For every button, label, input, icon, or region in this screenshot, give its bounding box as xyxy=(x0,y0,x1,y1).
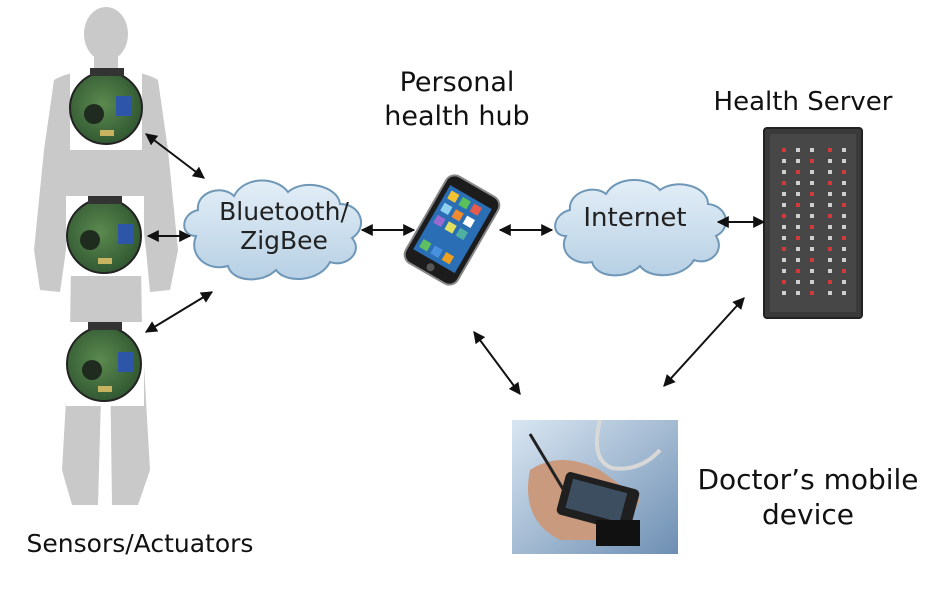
server-led xyxy=(810,247,814,251)
server-led xyxy=(810,148,814,152)
server-led xyxy=(782,236,786,240)
server-led xyxy=(810,170,814,174)
server-led xyxy=(810,258,814,262)
server-led xyxy=(796,225,800,229)
server-led xyxy=(796,291,800,295)
sensor-board-top xyxy=(69,68,143,150)
server-led xyxy=(796,159,800,163)
server-led xyxy=(810,159,814,163)
server-led xyxy=(782,247,786,251)
connection-arrows xyxy=(144,133,766,395)
hub-label-line2: health hub xyxy=(384,100,530,132)
server-led xyxy=(810,181,814,185)
internet-label: Internet xyxy=(583,203,687,233)
server-led xyxy=(796,192,800,196)
server-led xyxy=(828,214,832,218)
server-led xyxy=(782,214,786,218)
server-led xyxy=(796,269,800,273)
bluetooth-label-line1: Bluetooth/ xyxy=(219,197,349,226)
server-led xyxy=(842,170,846,174)
server-led xyxy=(828,148,832,152)
server-led xyxy=(782,148,786,152)
doctor-device-label: Doctor’s mobile device xyxy=(690,462,926,532)
server-led xyxy=(782,269,786,273)
server-led xyxy=(842,203,846,207)
server-led xyxy=(842,258,846,262)
server-led xyxy=(828,170,832,174)
server-led xyxy=(782,203,786,207)
server-led xyxy=(828,291,832,295)
server-led xyxy=(810,269,814,273)
personal-health-hub-label: Personal health hub xyxy=(372,66,542,134)
server-led xyxy=(842,181,846,185)
server-led xyxy=(842,225,846,229)
doctor-label-line1: Doctor’s mobile xyxy=(697,463,919,496)
server-led xyxy=(782,192,786,196)
bluetooth-zigbee-cloud xyxy=(183,179,362,281)
server-led xyxy=(842,214,846,218)
server-led xyxy=(810,280,814,284)
server-led xyxy=(842,247,846,251)
sensor-board-bottom xyxy=(66,322,144,406)
server-led xyxy=(796,247,800,251)
server-led xyxy=(828,159,832,163)
server-led xyxy=(782,225,786,229)
server-led xyxy=(782,258,786,262)
server-led xyxy=(828,280,832,284)
server-led xyxy=(796,214,800,218)
arrow-sensor-bottom-to-bluetooth xyxy=(144,291,214,333)
sensors-actuators-label: Sensors/Actuators xyxy=(26,529,254,558)
server-led xyxy=(828,181,832,185)
server-led xyxy=(782,170,786,174)
arrow-sensor-top-to-bluetooth xyxy=(145,133,205,179)
health-server-label: Health Server xyxy=(713,87,893,117)
sensor-board-middle xyxy=(66,196,144,276)
bluetooth-label-line2: ZigBee xyxy=(240,225,328,255)
server-led xyxy=(796,203,800,207)
server-led xyxy=(810,236,814,240)
server-led xyxy=(796,258,800,262)
server-led xyxy=(782,280,786,284)
server-led xyxy=(782,181,786,185)
server-led xyxy=(842,236,846,240)
server-rack-icon xyxy=(763,127,863,319)
server-led xyxy=(796,181,800,185)
server-led xyxy=(810,203,814,207)
server-led xyxy=(810,214,814,218)
server-led xyxy=(828,203,832,207)
server-led xyxy=(828,258,832,262)
server-led xyxy=(842,192,846,196)
server-led xyxy=(828,225,832,229)
server-led xyxy=(828,269,832,273)
server-led xyxy=(842,159,846,163)
server-led xyxy=(810,225,814,229)
hub-label-line1: Personal xyxy=(399,67,515,98)
server-led xyxy=(828,192,832,196)
server-led xyxy=(828,247,832,251)
server-led xyxy=(796,236,800,240)
server-led xyxy=(782,291,786,295)
arrow-server-to-doctor xyxy=(663,297,745,387)
doctor-device-photo xyxy=(512,419,678,554)
server-led xyxy=(810,291,814,295)
arrow-hub-to-doctor xyxy=(473,331,521,395)
server-led xyxy=(842,280,846,284)
server-led xyxy=(842,269,846,273)
doctor-label-line2: device xyxy=(762,498,854,531)
smartphone-hub-icon xyxy=(403,174,501,286)
bluetooth-zigbee-label: Bluetooth/ ZigBee xyxy=(196,197,372,256)
server-led xyxy=(796,280,800,284)
server-led xyxy=(842,148,846,152)
server-led xyxy=(796,170,800,174)
server-led xyxy=(828,236,832,240)
server-led xyxy=(842,291,846,295)
server-led xyxy=(782,159,786,163)
server-led xyxy=(796,148,800,152)
server-led xyxy=(810,192,814,196)
